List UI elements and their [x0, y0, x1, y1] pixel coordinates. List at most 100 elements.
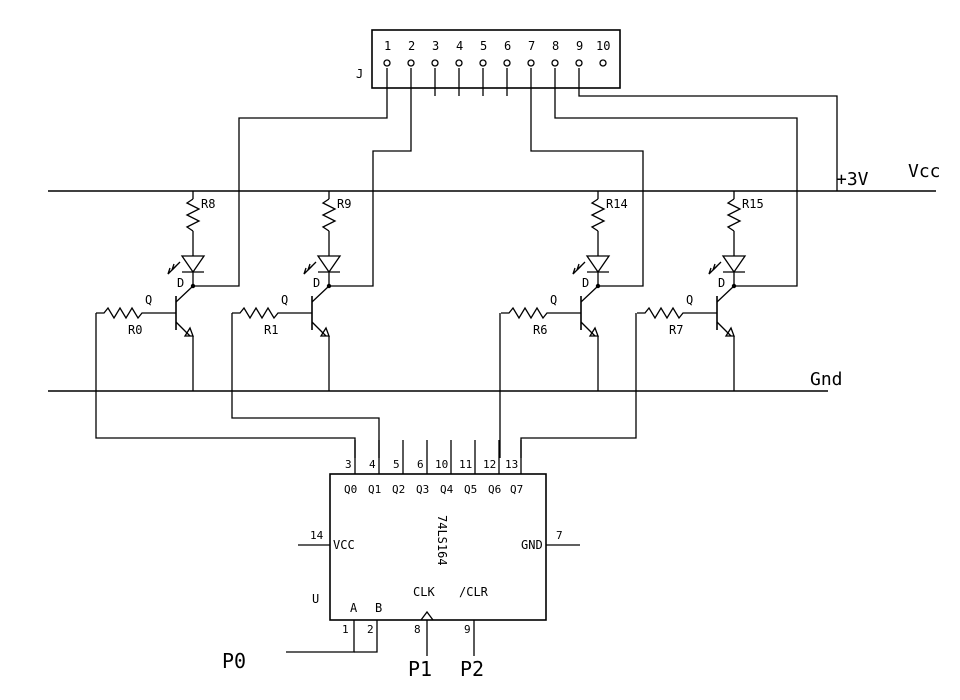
connector-pin-contact	[431, 59, 439, 67]
connector-pin-contact	[407, 59, 415, 67]
led-label: D	[718, 276, 725, 290]
ic-ref: U	[312, 592, 319, 606]
pullup-resistor-label: R15	[742, 197, 764, 211]
connector-pin-contact	[503, 59, 511, 67]
ic-output-label: Q6	[488, 483, 501, 496]
ic-output-label: Q7	[510, 483, 523, 496]
ic-input-a-label: A	[350, 601, 358, 615]
ic-output-label: Q1	[368, 483, 381, 496]
ic-output-label: Q3	[416, 483, 429, 496]
base-resistor-label: R1	[264, 323, 278, 337]
ic-top-pin-number: 4	[369, 458, 376, 471]
connector-pin-contact	[527, 59, 535, 67]
port-p0-label: P0	[222, 649, 246, 673]
ic-output-label: Q2	[392, 483, 405, 496]
pullup-resistor-label: R14	[606, 197, 628, 211]
supply-name-label: Vcc	[908, 161, 941, 182]
transistor-label: Q	[145, 293, 152, 307]
pullup-resistor-label: R9	[337, 197, 351, 211]
led-label: D	[177, 276, 184, 290]
connector-pin-contact	[455, 59, 463, 67]
ic-top-pin-number: 10	[435, 458, 448, 471]
connector-pin-contact	[599, 59, 607, 67]
connector-pin-number: 4	[456, 39, 463, 53]
ic-gnd-pin-number: 7	[556, 529, 563, 542]
connector-ref: J	[356, 67, 363, 81]
ground-label: Gnd	[810, 369, 843, 390]
ic-clk-label: CLK	[413, 585, 435, 599]
led-label: D	[313, 276, 320, 290]
connector-pin-number: 8	[552, 39, 559, 53]
connector-pin-number: 3	[432, 39, 439, 53]
base-resistor-label: R7	[669, 323, 683, 337]
led-symbol	[316, 255, 342, 274]
ic-output-label: Q4	[440, 483, 454, 496]
transistor-label: Q	[686, 293, 693, 307]
connector-pin-contact	[551, 59, 559, 67]
driver-channel: R9D Q R1	[232, 191, 351, 391]
connector-pin-contact	[575, 59, 583, 67]
base-resistor-label: R6	[533, 323, 547, 337]
ic-pin-2-number: 2	[367, 623, 374, 636]
driver-channel: R8D Q R0	[96, 191, 215, 391]
ic-part-number: 74LS164	[435, 515, 449, 566]
port-p2-label: P2	[460, 657, 484, 681]
base-resistor	[637, 306, 717, 320]
base-resistor	[501, 306, 581, 320]
ic-top-pin-number: 3	[345, 458, 352, 471]
ic-output-label: Q0	[344, 483, 357, 496]
transistor-emitter-arrow	[319, 326, 330, 337]
ic-pin-b-wire	[354, 620, 378, 653]
transistor-label: Q	[281, 293, 288, 307]
base-wiring	[95, 313, 637, 458]
connector-pin-contact	[383, 59, 391, 67]
ic-gnd-label: GND	[521, 538, 543, 552]
ic-pin-9-number: 9	[464, 623, 471, 636]
pullup-resistor	[321, 198, 337, 232]
connector-pin-contact	[479, 59, 487, 67]
connector-pin-number: 1	[384, 39, 391, 53]
connector-pin-number: 6	[504, 39, 511, 53]
ic-output-label: Q5	[464, 483, 477, 496]
connector-pin-number: 5	[480, 39, 487, 53]
led-label: D	[582, 276, 589, 290]
supply-voltage-label: +3V	[836, 169, 869, 190]
pullup-resistor-label: R8	[201, 197, 215, 211]
ic-top-pin-number: 13	[505, 458, 518, 471]
transistor-emitter-arrow	[183, 326, 194, 337]
ic-body	[329, 473, 547, 621]
ic-top-pin-number: 5	[393, 458, 400, 471]
led-symbol	[180, 255, 206, 274]
connector-pin-number: 7	[528, 39, 535, 53]
ic-pin-1-number: 1	[342, 623, 349, 636]
base-resistor	[232, 306, 312, 320]
connector-pin-number: 10	[596, 39, 610, 53]
ic-vcc-label: VCC	[333, 538, 355, 552]
pullup-resistor	[590, 198, 606, 232]
ic-clock-marker	[420, 610, 434, 621]
pullup-resistor	[726, 198, 742, 232]
ic-vcc-pin-number: 14	[310, 529, 324, 542]
connector-j: J 1 2 3 4 5 6 7 8 9 10	[356, 29, 621, 96]
ic-top-pin-number: 6	[417, 458, 424, 471]
base-resistor-label: R0	[128, 323, 142, 337]
pullup-resistor	[185, 198, 201, 232]
led-symbol	[721, 255, 747, 274]
led-symbol	[585, 255, 611, 274]
ic-top-pin-number: 11	[459, 458, 472, 471]
connector-body	[371, 29, 621, 89]
transistor-emitter-arrow	[724, 326, 735, 337]
base-resistor	[96, 306, 176, 320]
connector-pin-number: 9	[576, 39, 583, 53]
connector-pin-number: 2	[408, 39, 415, 53]
transistor-label: Q	[550, 293, 557, 307]
port-p1-label: P1	[408, 657, 432, 681]
connector-wiring	[193, 68, 838, 287]
ic-input-b-label: B	[375, 601, 382, 615]
ic-top-pin-number: 12	[483, 458, 496, 471]
